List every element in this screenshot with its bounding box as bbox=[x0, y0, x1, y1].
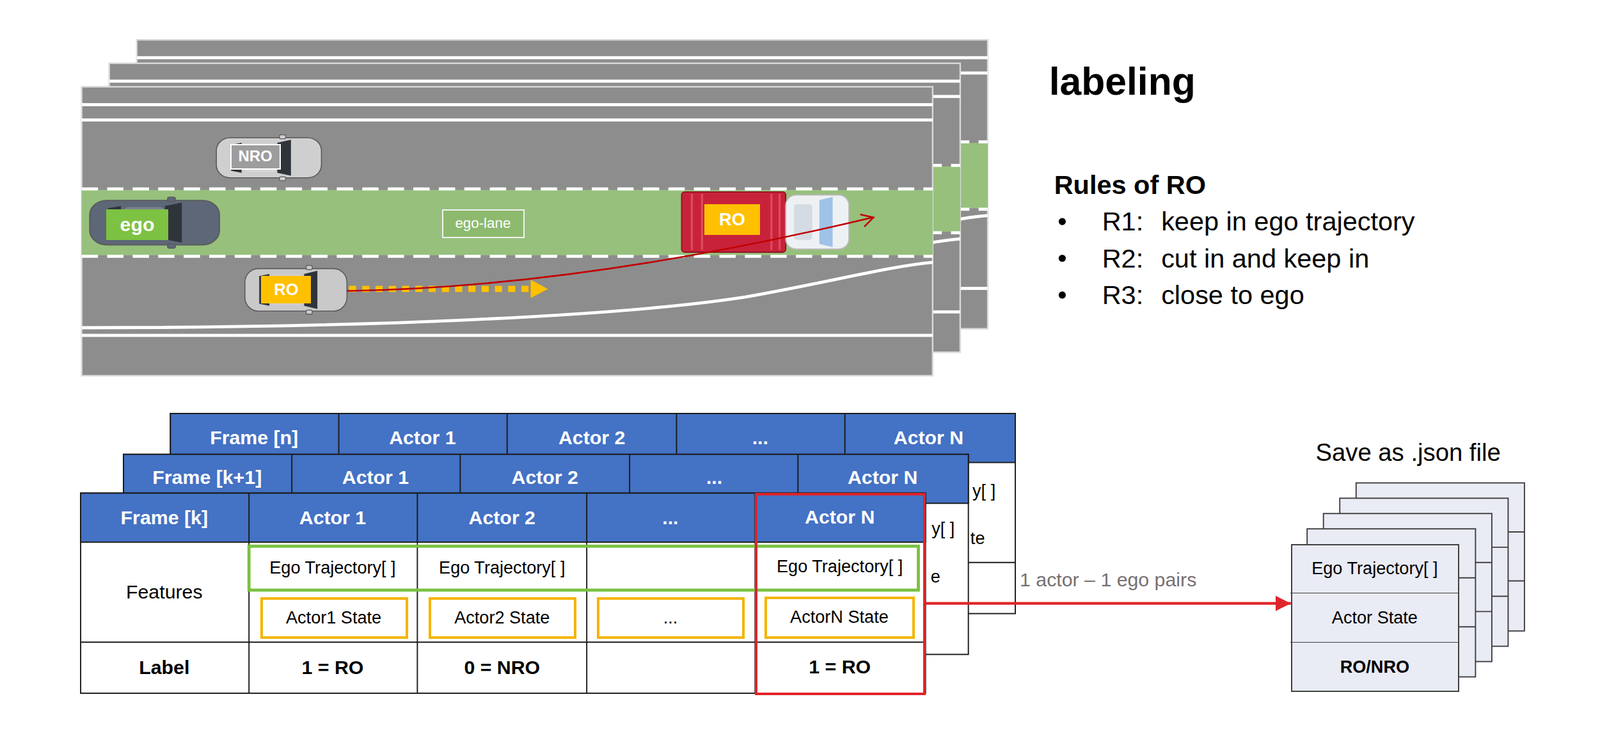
row-header: Label bbox=[138, 656, 190, 679]
truck-cab bbox=[785, 195, 849, 250]
table-header: ... bbox=[706, 466, 723, 489]
truck-trailer bbox=[681, 191, 786, 253]
table-header: ... bbox=[752, 426, 769, 450]
car bbox=[216, 134, 322, 182]
ego-car bbox=[89, 197, 220, 249]
table-cell-fragment: e bbox=[930, 566, 941, 587]
text-cell: ego bbox=[106, 209, 169, 240]
node-text: Actor State bbox=[1331, 607, 1418, 628]
rule-text: keep in ego trajectory bbox=[1161, 205, 1415, 237]
car-tag: ego bbox=[106, 209, 169, 240]
table-header: Actor 2 bbox=[511, 466, 579, 489]
page-title: labeling bbox=[1049, 59, 1196, 105]
node-text: NRO bbox=[238, 147, 273, 166]
frame-table bbox=[80, 492, 926, 693]
node-text: RO bbox=[273, 280, 299, 299]
table-cell: Ego Trajectory[ ] bbox=[269, 557, 396, 578]
cab-window bbox=[819, 197, 833, 247]
text-cell: Actor1 State bbox=[262, 599, 405, 636]
node-text: ActorN State bbox=[790, 606, 889, 627]
table-header: Frame [k] bbox=[120, 506, 208, 529]
table-cell: Ego Trajectory[ ] bbox=[438, 557, 565, 578]
ego-trajectory-highlight bbox=[248, 545, 919, 590]
text-cell: Actor2 State bbox=[431, 599, 574, 636]
table-header: Actor 1 bbox=[388, 426, 456, 450]
rule-text: close to ego bbox=[1161, 279, 1305, 311]
state-box: Actor2 State bbox=[428, 596, 577, 639]
node-text: Ego Trajectory[ ] bbox=[1311, 557, 1438, 579]
state-box: Actor1 State bbox=[260, 596, 409, 639]
table-cell: 0 = NRO bbox=[463, 656, 540, 679]
state-box: ActorN State bbox=[764, 596, 915, 638]
table-cell: 1 = RO bbox=[301, 656, 365, 679]
car bbox=[245, 265, 347, 315]
bullet bbox=[1058, 291, 1066, 299]
text-cell: RO bbox=[261, 275, 311, 304]
rules-heading: Rules of RO bbox=[1054, 169, 1206, 201]
text-cell: Actor State bbox=[1290, 592, 1459, 642]
flow-arrow bbox=[925, 601, 1292, 605]
selected-column: Actor N Ego Trajectory[ ] 1 = RO ActorN Sta… bbox=[754, 492, 926, 695]
node-text: 1 = RO bbox=[808, 655, 871, 678]
arrow-head bbox=[860, 214, 874, 227]
node-text: Ego Trajectory[ ] bbox=[776, 555, 903, 577]
text-cell: NRO bbox=[231, 145, 279, 168]
node-text: RO bbox=[719, 209, 746, 230]
car-tag: NRO bbox=[230, 143, 281, 170]
text-cell: ActorN State bbox=[767, 598, 911, 635]
text-cell: RO bbox=[704, 204, 761, 235]
lane-tag: ego-lane bbox=[442, 209, 525, 238]
rule-text: cut in and keep in bbox=[1161, 243, 1370, 274]
predicted-path bbox=[346, 217, 872, 292]
node-text: Actor1 State bbox=[285, 607, 382, 628]
text-cell: RO/NRO bbox=[1290, 641, 1459, 692]
table-cell-fragment: y[ ] bbox=[931, 518, 955, 539]
node-text: Actor2 State bbox=[454, 607, 550, 628]
edge-label: 1 actor – 1 ego pairs bbox=[1017, 568, 1199, 592]
node-text: RO/NRO bbox=[1340, 656, 1410, 677]
table-header: Actor 1 bbox=[299, 506, 366, 529]
table-header: Actor 2 bbox=[558, 426, 626, 450]
rule-id: R3: bbox=[1102, 279, 1144, 311]
state-box: ... bbox=[596, 596, 745, 639]
text-cell: ego-lane bbox=[443, 210, 523, 237]
rule-id: R1: bbox=[1102, 205, 1144, 237]
table-header: Actor 2 bbox=[468, 506, 536, 529]
caption-note: Save as .json file bbox=[1315, 438, 1501, 467]
node-text: ego-lane bbox=[454, 214, 511, 232]
car-tag: RO bbox=[261, 275, 311, 304]
truck bbox=[681, 191, 849, 253]
text-cell: Ego Trajectory[ ] bbox=[754, 541, 926, 592]
text-cell: Ego Trajectory[ ] bbox=[1290, 543, 1459, 594]
rule-id: R2: bbox=[1102, 243, 1144, 274]
table-header: Frame [n] bbox=[209, 426, 299, 450]
table-header: Actor 1 bbox=[342, 466, 409, 489]
table-header: ... bbox=[662, 506, 679, 529]
row-header: Features bbox=[126, 580, 203, 604]
text-cell: ... bbox=[599, 599, 742, 636]
bullet bbox=[1058, 254, 1066, 262]
node-text: ego bbox=[120, 213, 155, 236]
car-tag: RO bbox=[704, 204, 761, 235]
arrow-head bbox=[530, 279, 548, 299]
table-header: Frame [k+1] bbox=[152, 466, 262, 489]
text-cell: Actor N bbox=[754, 492, 926, 542]
bullet bbox=[1058, 218, 1066, 226]
node-text: ... bbox=[663, 607, 679, 628]
table-cell-fragment: te bbox=[970, 527, 986, 548]
table-header: Actor N bbox=[893, 426, 964, 450]
road-frame bbox=[81, 87, 933, 376]
table-cell-fragment: y[ ] bbox=[972, 481, 996, 501]
text-cell: 1 = RO bbox=[754, 641, 926, 693]
json-record: Ego Trajectory[ ] Actor StateRO/NRO bbox=[1291, 543, 1460, 692]
table-header: Actor N bbox=[847, 466, 918, 489]
node-text: Actor N bbox=[804, 506, 875, 528]
